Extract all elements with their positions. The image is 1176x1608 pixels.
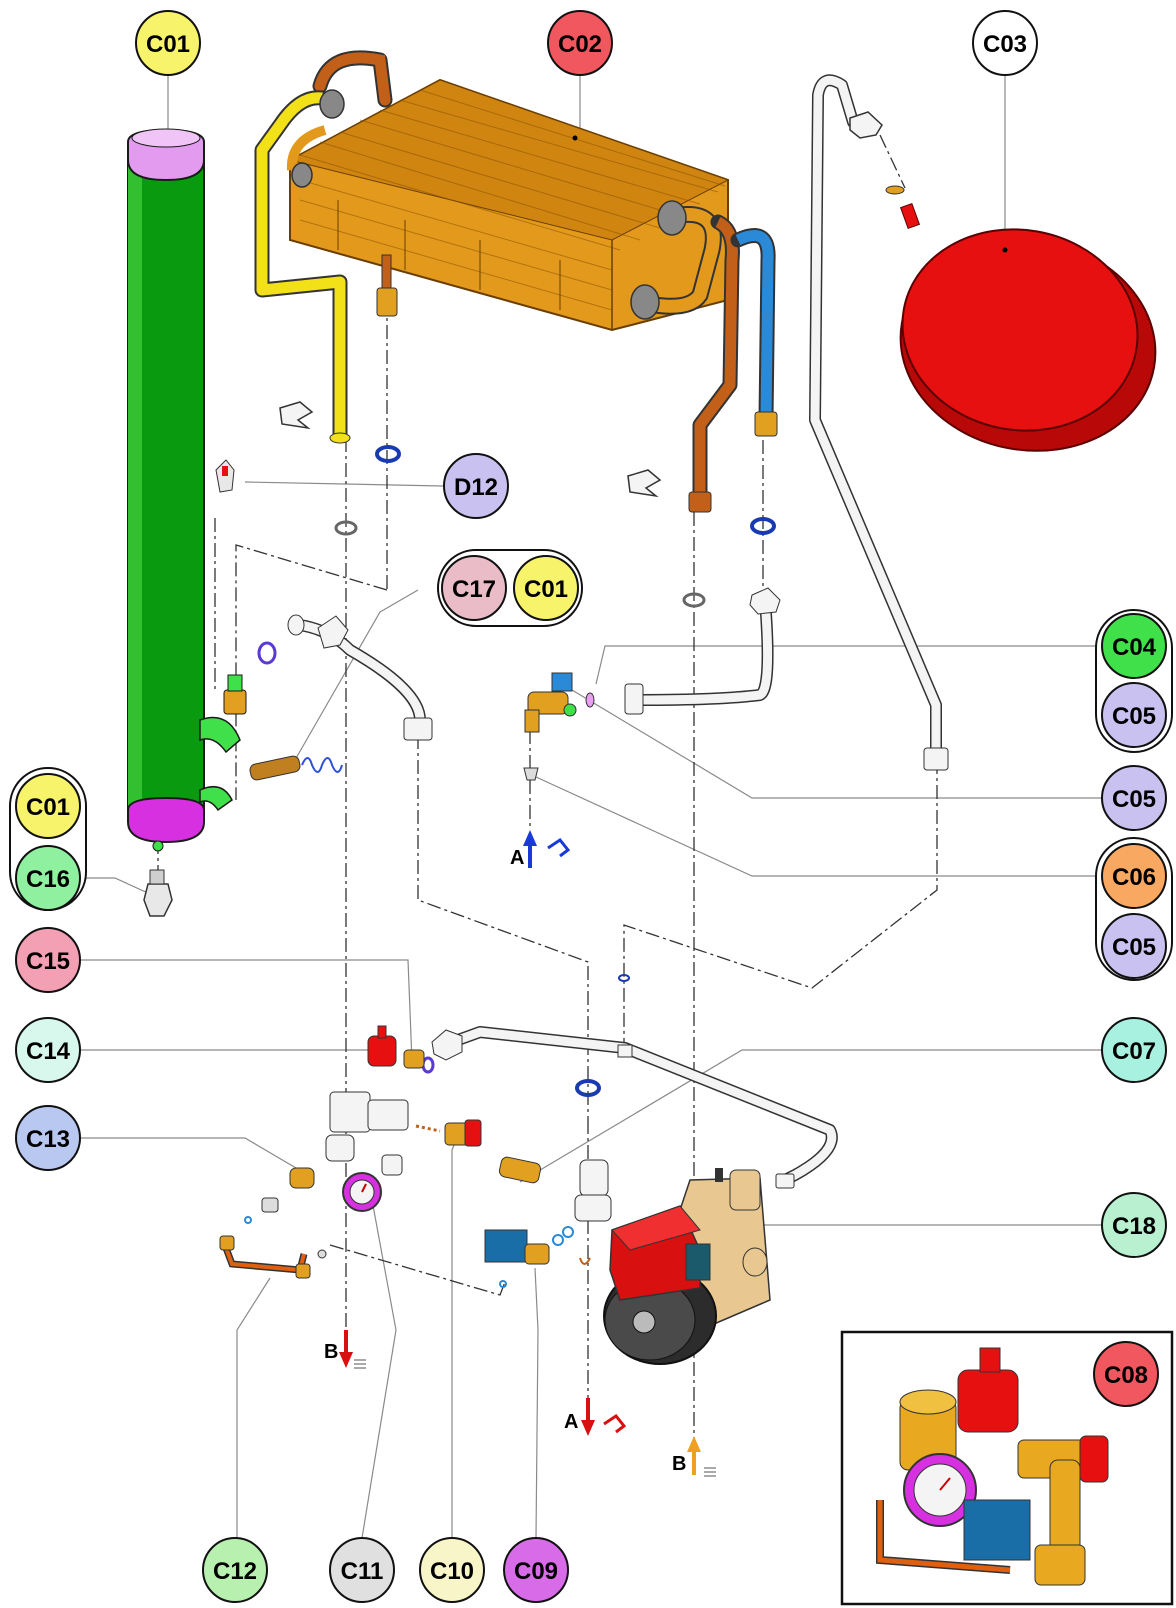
- callout-c01-top: C01: [135, 10, 201, 76]
- svg-text:C05: C05: [1112, 786, 1156, 813]
- svg-text:C09: C09: [514, 1558, 558, 1585]
- svg-text:C14: C14: [26, 1038, 71, 1065]
- svg-text:C16: C16: [26, 866, 70, 893]
- callout-d12: D12: [443, 453, 509, 519]
- svg-text:C15: C15: [26, 948, 70, 975]
- svg-text:C02: C02: [558, 31, 602, 58]
- callout-c09: C09: [503, 1537, 569, 1603]
- drain-valve: [143, 869, 173, 917]
- svg-text:C13: C13: [26, 1126, 70, 1153]
- callout-c16: C16: [15, 845, 81, 911]
- callout-c10: C10: [419, 1537, 485, 1603]
- svg-text:C08: C08: [1104, 1362, 1148, 1389]
- svg-text:C12: C12: [213, 1558, 257, 1585]
- callout-c17: C17: [441, 555, 507, 621]
- svg-text:C01: C01: [524, 576, 568, 603]
- callout-c11: C11: [329, 1537, 395, 1603]
- callout-c03: C03: [972, 10, 1038, 76]
- seals-and-clips: [215, 401, 776, 1097]
- svg-text:C04: C04: [1112, 634, 1157, 661]
- leader-lines: [18, 75, 1105, 1539]
- filling-tap: [523, 672, 595, 781]
- callout-c07: C07: [1101, 1017, 1167, 1083]
- circulation-pump: [603, 1168, 771, 1365]
- callout-c05-a: C05: [1101, 682, 1167, 748]
- flow-label-b-out: B: [324, 1341, 338, 1363]
- callout-c12: C12: [202, 1537, 268, 1603]
- callout-c02: C02: [547, 10, 613, 76]
- svg-text:C03: C03: [983, 31, 1027, 58]
- flow-label-b-in: B: [672, 1453, 686, 1475]
- svg-text:C01: C01: [146, 31, 190, 58]
- gray-pipework: [287, 74, 949, 1189]
- callout-c06: C06: [1101, 843, 1167, 909]
- assembly-lines: [157, 134, 938, 1470]
- storage-cylinder: [127, 128, 247, 852]
- callout-c01-pair: C01: [513, 555, 579, 621]
- svg-text:C07: C07: [1112, 1038, 1156, 1065]
- hydraulic-group: [219, 1025, 612, 1288]
- svg-text:C05: C05: [1112, 703, 1156, 730]
- svg-text:C18: C18: [1112, 1213, 1156, 1240]
- callout-c13: C13: [15, 1105, 81, 1171]
- svg-text:D12: D12: [454, 474, 498, 501]
- expansion-vessel: [885, 185, 1157, 452]
- flow-label-a-in: A: [510, 847, 524, 869]
- svg-text:C11: C11: [341, 1558, 384, 1585]
- flow-label-a-out: A: [564, 1411, 578, 1433]
- svg-text:C05: C05: [1112, 934, 1156, 961]
- svg-text:C01: C01: [26, 794, 70, 821]
- heat-exchanger: [254, 50, 778, 513]
- svg-text:C17: C17: [452, 576, 496, 603]
- temperature-sensor: [249, 755, 343, 781]
- callout-c04: C04: [1101, 613, 1167, 679]
- svg-text:C10: C10: [430, 1558, 474, 1585]
- callout-c05-c: C05: [1101, 913, 1167, 979]
- callout-c18: C18: [1101, 1192, 1167, 1258]
- svg-text:C06: C06: [1112, 864, 1156, 891]
- callout-c01-left: C01: [15, 773, 81, 839]
- flow-arrows: [339, 830, 716, 1477]
- callout-c15: C15: [15, 927, 81, 993]
- callout-c05-b: C05: [1101, 765, 1167, 831]
- callout-c08: C08: [1093, 1341, 1159, 1407]
- callout-c14: C14: [15, 1017, 81, 1083]
